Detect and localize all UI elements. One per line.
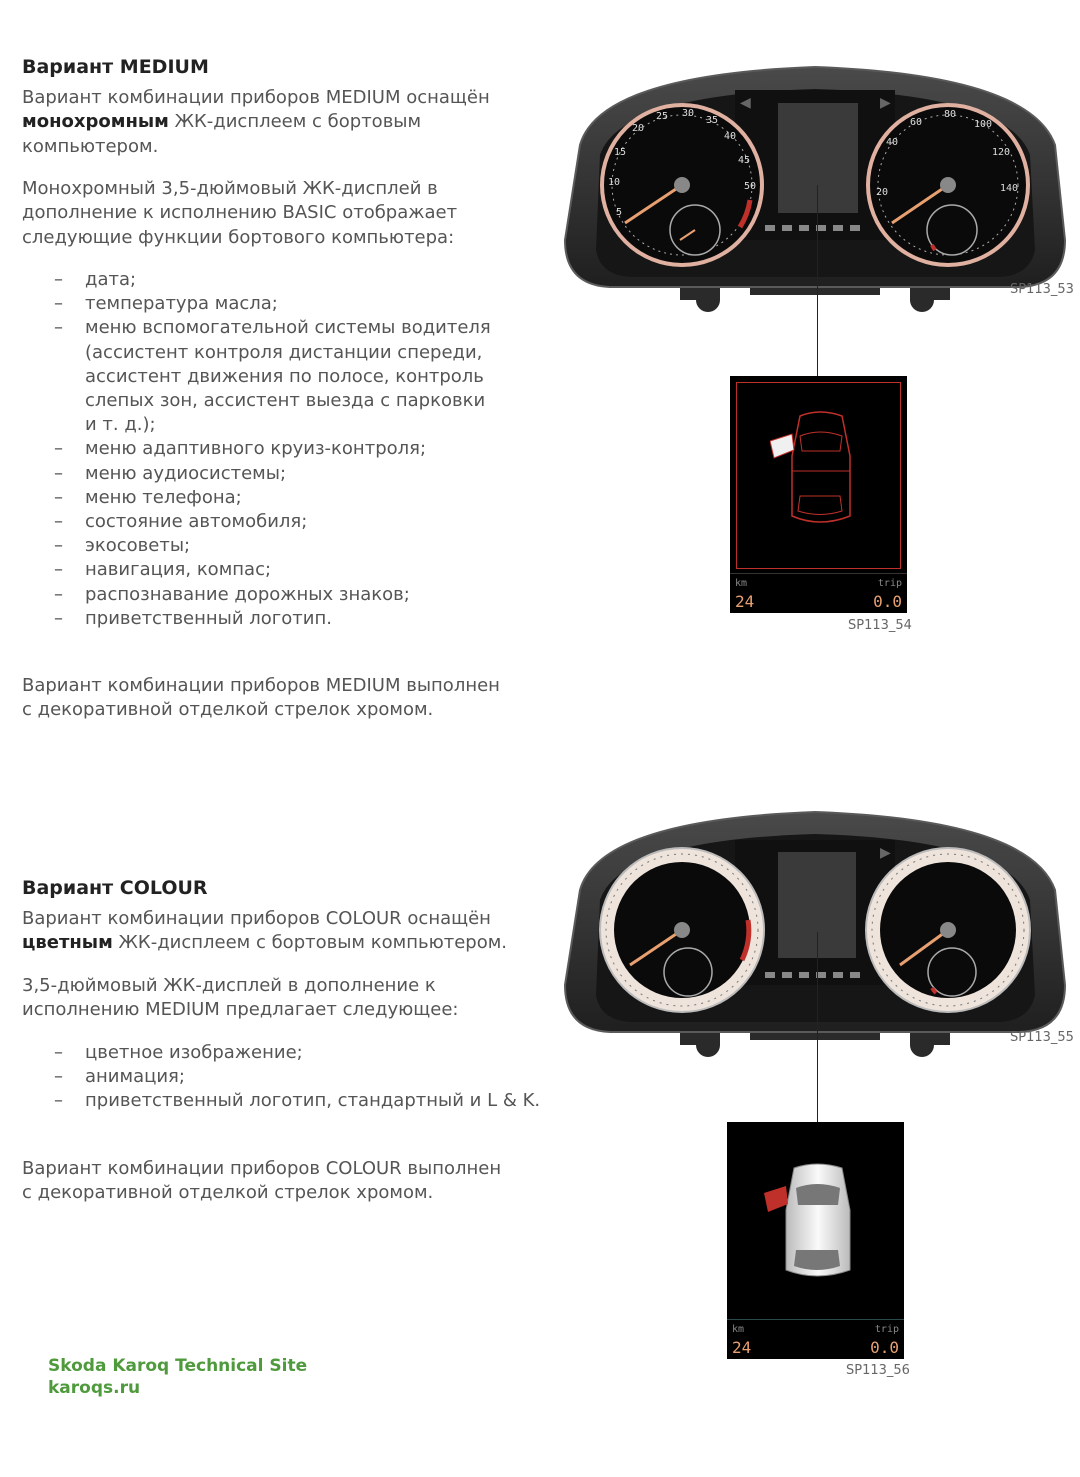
colour-intro-text: Вариант комбинации приборов COLOUR оснащ… (22, 908, 491, 929)
tick-label: 20 (632, 123, 645, 134)
list-item: –состояние автомобиля; (54, 511, 308, 533)
display-value-trip: 0.0 (870, 1338, 899, 1357)
medium-summary: Вариант комбинации приборов MEDIUM выпол… (22, 675, 500, 721)
list-item: –приветственный логотип, стандартный и L… (54, 1090, 541, 1112)
caption-sp113-54: SP113_54 (848, 618, 912, 633)
display-value-km: 24 (735, 592, 755, 611)
footer-watermark: Skoda Karoq Technical Site karoqs.ru (48, 1355, 307, 1399)
list-item: –анимация; (54, 1066, 185, 1088)
speedometer (865, 847, 1031, 1013)
colour-intro-rest: ЖК-дисплеем с бортовым компьютером. (112, 932, 508, 954)
colour-intro-bold: цветным (22, 932, 113, 954)
tick-label: 30 (682, 108, 695, 119)
tick-label: 140 (1000, 183, 1019, 194)
medium-intro-bold: монохромным (22, 111, 169, 133)
tachometer (599, 847, 765, 1013)
connector-line (817, 932, 818, 1122)
tick-label: 60 (910, 117, 923, 128)
colour-intro: Вариант комбинации приборов COLOUR оснащ… (22, 907, 522, 956)
display-value-trip: 0.0 (873, 592, 902, 611)
tick-label: 10 (608, 177, 621, 188)
tick-label: 40 (724, 131, 737, 142)
tick-label: 20 (876, 187, 889, 198)
caption-sp113-56: SP113_56 (846, 1363, 910, 1378)
tick-label: 5 (616, 207, 623, 218)
medium-feature-list: –дата; –температура масла; –меню вспомог… (22, 268, 502, 631)
medium-cluster-illustration: ◀ ▶ (563, 65, 1067, 312)
svg-text:◀: ◀ (740, 95, 751, 111)
svg-text:▶: ▶ (880, 845, 891, 861)
tick-label: 25 (656, 111, 669, 122)
colour-summary: Вариант комбинации приборов COLOUR выпол… (22, 1158, 502, 1204)
tick-label: 120 (992, 147, 1011, 158)
list-item: –меню вспомогательной системы водителя (… (54, 317, 491, 436)
list-item: –меню адаптивного круиз-контроля; (54, 438, 427, 460)
tick-label: 45 (738, 155, 751, 166)
connector-line (817, 185, 818, 376)
caption-sp113-55: SP113_55 (1010, 1030, 1074, 1045)
cluster-lcd-screen (778, 103, 858, 213)
tick-label: 35 (706, 115, 719, 126)
footer-site-url[interactable]: karoqs.ru (48, 1378, 141, 1398)
tacho-labels-medium: 5 10 15 20 25 30 35 40 45 50 (600, 103, 764, 267)
colour-display-detail: km trip 24 0.0 (727, 1122, 904, 1359)
colour-description: 3,5-дюймовый ЖК-дисплей в дополнение к и… (22, 975, 459, 1021)
display-unit-trip: trip (877, 578, 902, 589)
car-top-view-icon (770, 411, 851, 523)
tachometer (600, 103, 764, 267)
list-item: –меню телефона; (54, 486, 242, 508)
list-item: –приветственный логотип. (54, 607, 332, 629)
display-frame (736, 382, 901, 569)
display-unit-trip: trip (874, 1324, 899, 1335)
medium-description: Монохромный 3,5-дюймовый ЖК-дисплей в до… (22, 178, 458, 248)
list-item: –навигация, компас; (54, 559, 272, 581)
tick-label: 50 (744, 181, 757, 192)
footer-site-name: Skoda Karoq Technical Site (48, 1356, 308, 1376)
tick-label: 40 (886, 137, 899, 148)
list-item: –экосоветы; (54, 535, 191, 557)
tick-label: 15 (614, 147, 627, 158)
list-item: –температура масла; (54, 293, 278, 315)
car-top-view-icon (764, 1163, 851, 1277)
list-item: –дата; (54, 269, 137, 290)
medium-display-detail: km trip 24 0.0 (730, 376, 907, 613)
list-item: –цветное изображение; (54, 1042, 303, 1063)
colour-heading: Вариант COLOUR (22, 877, 208, 899)
colour-feature-list: –цветное изображение; –анимация; –привет… (22, 1041, 542, 1114)
medium-intro: Вариант комбинации приборов MEDIUM оснащ… (22, 86, 492, 159)
list-item: –меню аудиосистемы; (54, 462, 287, 484)
display-unit-km: km (732, 1324, 745, 1335)
svg-text:▶: ▶ (880, 95, 891, 111)
colour-cluster-illustration: ▶ (563, 810, 1067, 1057)
list-item: –распознавание дорожных знаков; (54, 583, 410, 605)
medium-intro-text: Вариант комбинации приборов MEDIUM оснащ… (22, 87, 490, 108)
speedometer (866, 103, 1030, 267)
speedo-labels-medium: 20 40 60 80 100 120 140 (866, 103, 1030, 267)
caption-sp113-53: SP113_53 (1010, 282, 1074, 297)
display-value-km: 24 (732, 1338, 752, 1357)
tick-label: 80 (944, 109, 957, 120)
tick-label: 100 (974, 119, 993, 130)
medium-heading: Вариант MEDIUM (22, 56, 209, 78)
medium-intro-rest: ЖК-дисплеем с бортовым компьютером. (22, 111, 422, 157)
display-unit-km: km (735, 578, 748, 589)
